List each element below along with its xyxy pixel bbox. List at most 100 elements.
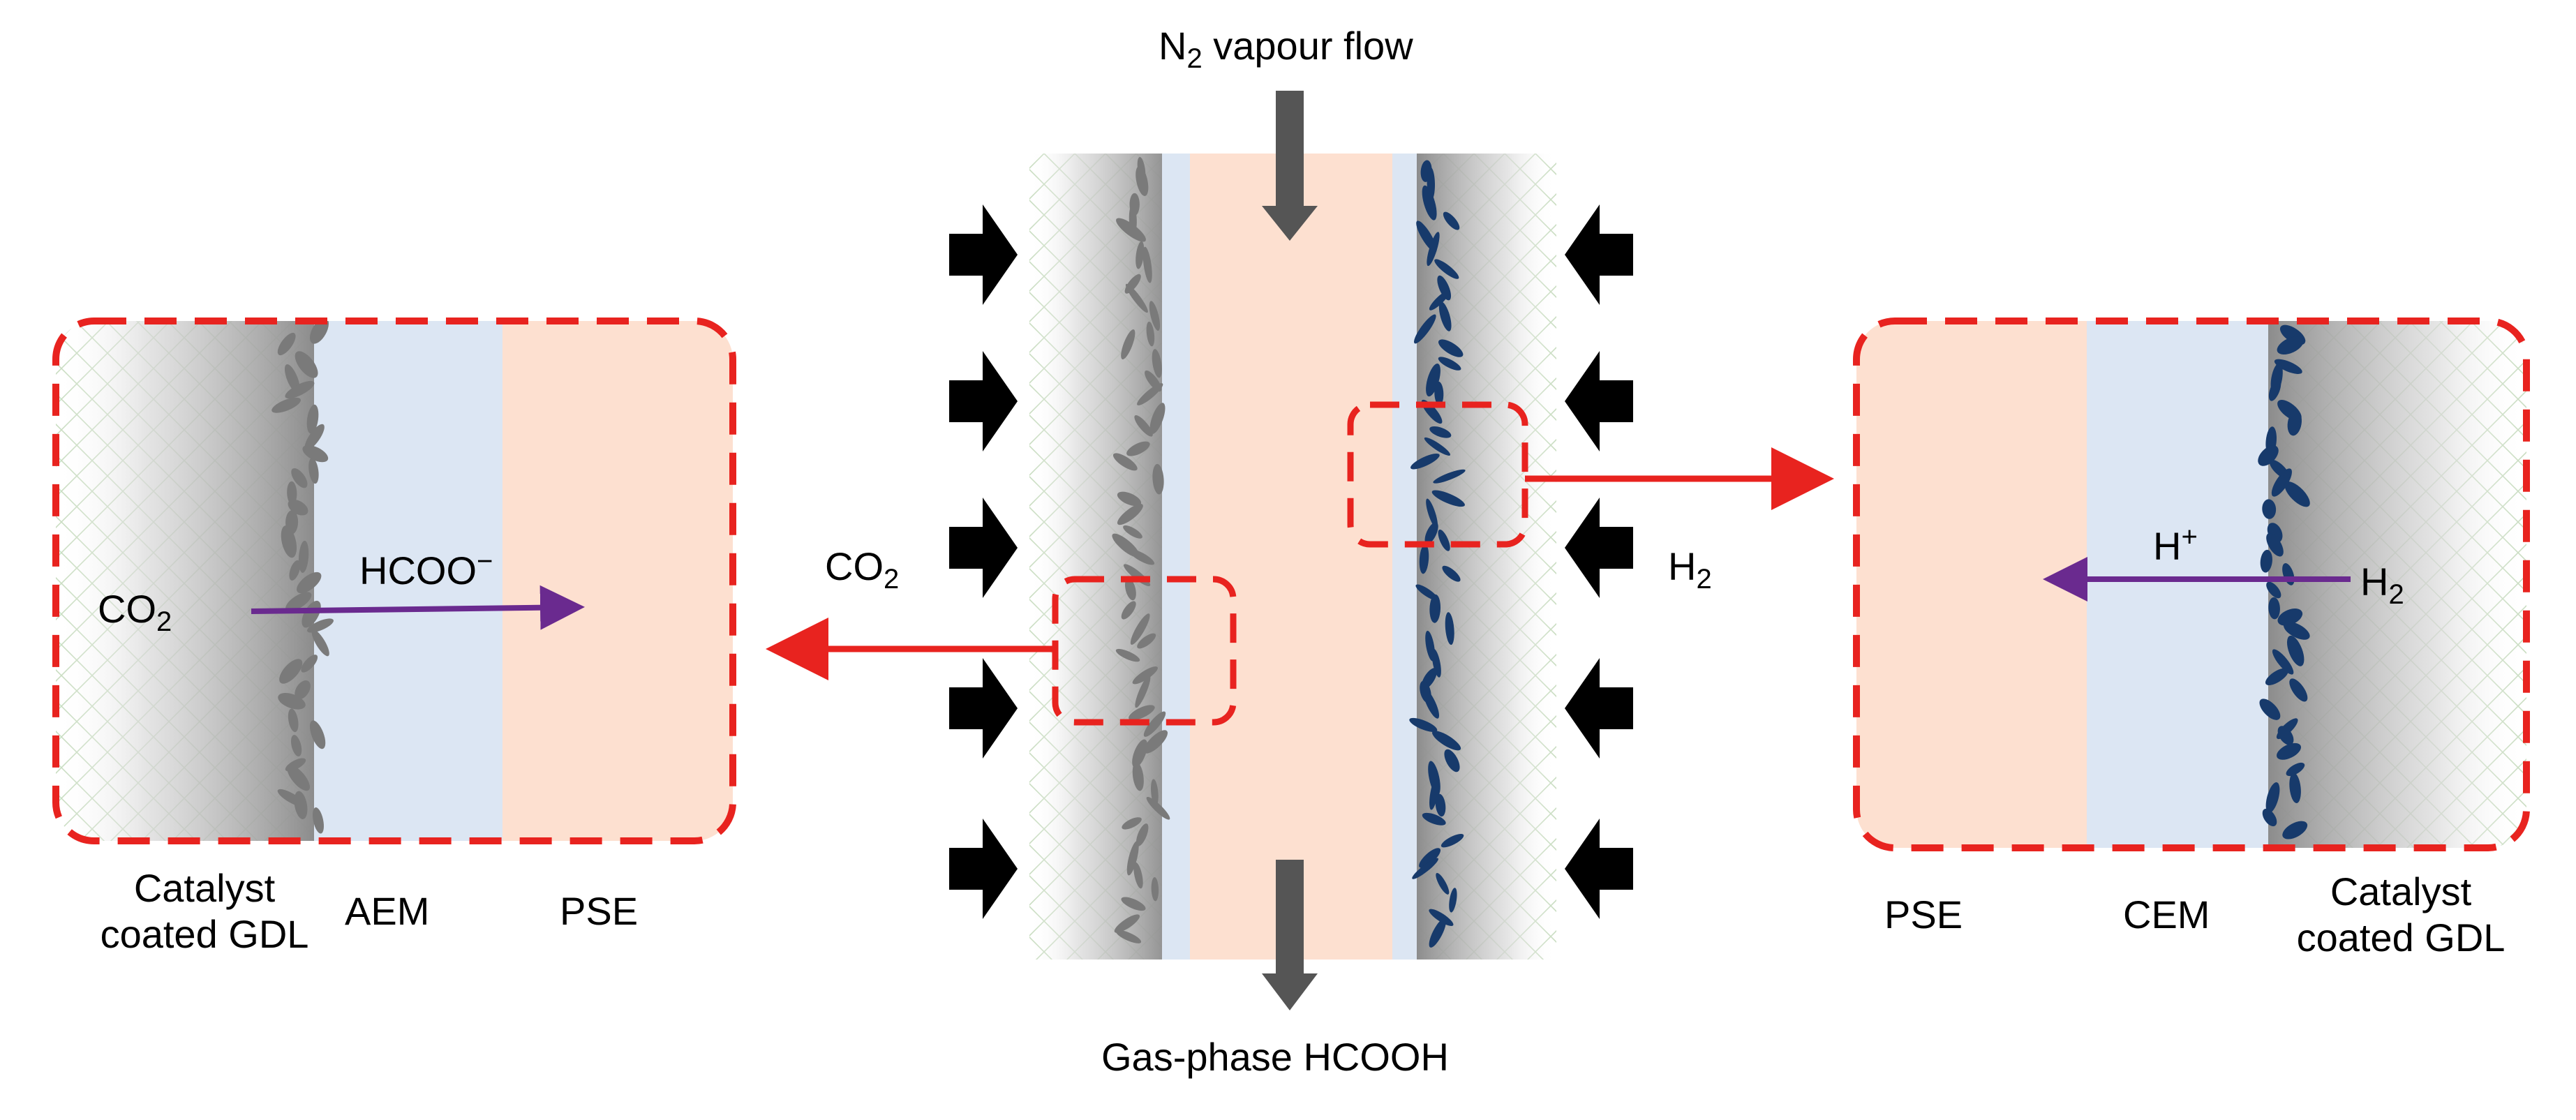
catalyst-particle xyxy=(1132,739,1148,768)
catalyst-particle xyxy=(287,765,311,791)
feed-arrow xyxy=(949,498,1018,598)
catalyst-particle xyxy=(295,351,318,378)
catalyst-particle xyxy=(1438,339,1464,357)
feed-arrow xyxy=(1565,498,1633,598)
catalyst-particle xyxy=(1152,349,1162,378)
catalyst-particle xyxy=(1115,929,1142,943)
catalyst-particle xyxy=(1132,761,1144,791)
catalyst-particle xyxy=(285,380,315,399)
catalyst-particle xyxy=(285,592,312,612)
catalyst-particle xyxy=(2277,336,2304,355)
n2-vapour-flow-label: N2 vapour flow xyxy=(1159,24,1413,75)
catalyst-particle xyxy=(1449,888,1457,913)
catalyst-particle xyxy=(1419,848,1441,868)
catalyst-particle xyxy=(1433,469,1466,484)
panel-co2-label: CO2 xyxy=(98,587,172,638)
catalyst-particle xyxy=(1429,909,1454,927)
catalyst-particle xyxy=(1146,321,1155,347)
catalyst-particle xyxy=(1136,241,1145,269)
catalyst-particle xyxy=(294,791,308,819)
catalyst-particle xyxy=(1143,711,1166,737)
catalyst-particle xyxy=(2282,821,2308,839)
catalyst-particle xyxy=(1426,364,1440,397)
catalyst-particle xyxy=(1125,283,1148,313)
catalyst-particle xyxy=(308,458,319,484)
panel-proton-label: H+ xyxy=(2153,521,2198,568)
center-cem xyxy=(1392,154,1420,960)
catalyst-particle xyxy=(311,629,329,657)
catalyst-particle xyxy=(1434,381,1444,405)
catalyst-particle xyxy=(1434,259,1459,279)
anode-zoom-box xyxy=(1347,401,1528,548)
panel-h2-label: H2 xyxy=(2360,560,2404,611)
catalyst-particle xyxy=(2287,410,2302,436)
catalyst-particle xyxy=(1129,548,1155,565)
catalyst-particle xyxy=(1146,796,1170,820)
catalyst-particle xyxy=(1137,383,1163,405)
catalyst-particle xyxy=(1424,522,1438,544)
h2-feed-arrows xyxy=(1565,204,1633,919)
catalyst-particle xyxy=(1152,463,1164,495)
catalyst-particle xyxy=(2262,499,2277,519)
catalyst-particle xyxy=(2289,772,2301,803)
catalyst-particle xyxy=(1426,498,1438,529)
feed-arrow xyxy=(1565,658,1633,759)
catalyst-particle xyxy=(2260,549,2272,573)
catalyst-particle xyxy=(1133,862,1143,889)
catalyst-particle xyxy=(1137,633,1156,649)
catalyst-particle xyxy=(2272,649,2294,675)
catalyst-particle xyxy=(287,481,297,505)
catalyst-particle xyxy=(2284,481,2310,507)
catalyst-particle xyxy=(1122,817,1142,830)
catalyst-particle xyxy=(1429,290,1450,311)
catalyst-particle xyxy=(297,572,322,594)
catalyst-particle xyxy=(279,659,303,684)
catalyst-particle xyxy=(1412,858,1438,879)
catalyst-particle xyxy=(1117,491,1142,507)
center-co2-label: CO2 xyxy=(825,544,900,595)
catalyst-particle xyxy=(2266,581,2281,599)
catalyst-particle xyxy=(298,540,309,573)
catalyst-particle xyxy=(1431,648,1441,678)
cathode-panel-border xyxy=(52,318,736,844)
catalyst-particle xyxy=(2268,378,2281,401)
catalyst-particle xyxy=(1117,503,1143,525)
catalyst-particle xyxy=(1112,453,1138,471)
center-h2-label: H2 xyxy=(1668,544,1712,595)
catalyst-particle xyxy=(307,618,334,633)
catalyst-particle xyxy=(2262,808,2277,827)
feed-arrow xyxy=(1565,351,1633,451)
catalyst-particle xyxy=(1413,314,1436,344)
catalyst-particle xyxy=(301,655,318,673)
catalyst-particle xyxy=(2276,742,2302,760)
catalyst-particle xyxy=(302,445,329,463)
catalyst-particle xyxy=(1431,490,1465,507)
catalyst-particle xyxy=(1126,441,1150,456)
center-aem xyxy=(1162,154,1190,960)
catalyst-particle xyxy=(290,735,302,757)
catalyst-particle xyxy=(1143,730,1168,754)
catalyst-particle xyxy=(1121,897,1146,911)
catalyst-particle xyxy=(309,720,326,749)
gas-phase-hcooh-label: Gas-phase HCOOH xyxy=(1101,1035,1449,1079)
catalyst-particle xyxy=(1149,403,1166,434)
formate-transport-arrow xyxy=(251,585,585,630)
catalyst-particle xyxy=(1422,185,1437,221)
catalyst-particle xyxy=(271,397,301,413)
catalyst-particle xyxy=(304,424,325,451)
catalyst-particle xyxy=(1432,731,1461,751)
catalyst-particle xyxy=(278,693,306,710)
catalyst-particle xyxy=(1114,914,1140,933)
catalyst-particle xyxy=(1438,529,1450,551)
catalyst-particle xyxy=(1124,578,1136,601)
feed-arrow xyxy=(1565,819,1633,919)
catalyst-particle xyxy=(1134,415,1153,437)
catalyst-particle xyxy=(1438,301,1452,331)
catalyst-particle xyxy=(2266,532,2284,557)
cathode-panel xyxy=(56,321,733,841)
catalyst-particle xyxy=(1130,613,1150,645)
panel-formate-label: HCOO− xyxy=(359,546,493,592)
catalyst-particle xyxy=(2286,762,2305,777)
